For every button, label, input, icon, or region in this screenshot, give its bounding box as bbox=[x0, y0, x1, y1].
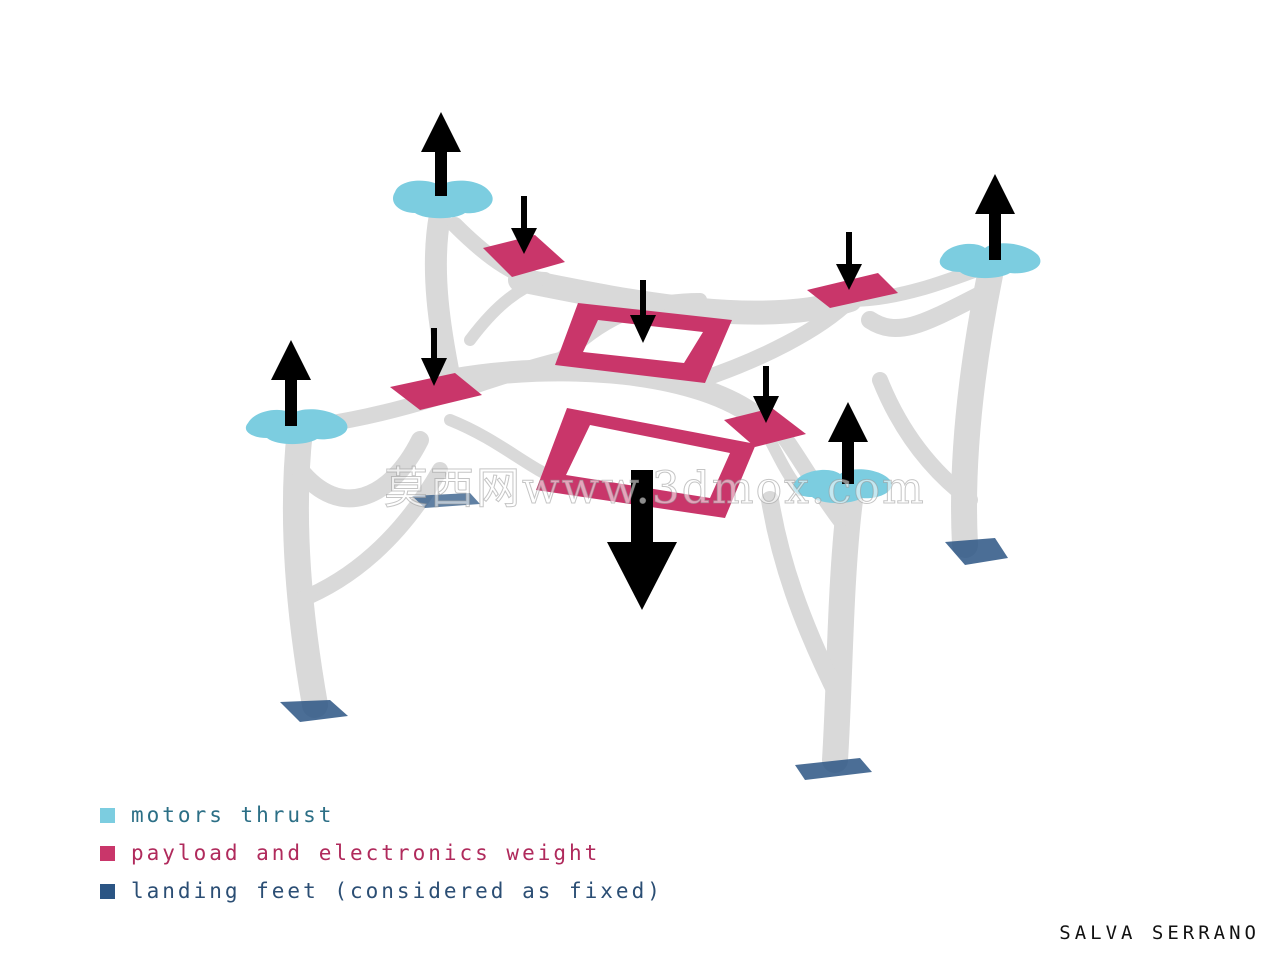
legend-swatch bbox=[100, 846, 115, 861]
landing-foot bbox=[795, 758, 872, 780]
legend: motors thrust payload and electronics we… bbox=[100, 796, 663, 910]
legend-label: payload and electronics weight bbox=[131, 841, 600, 865]
watermark: 莫西网www.3dmox.com bbox=[384, 452, 926, 516]
legend-swatch bbox=[100, 884, 115, 899]
author-credit: SALVA SERRANO bbox=[1059, 922, 1260, 944]
legend-item-landing-feet: landing feet (considered as fixed) bbox=[100, 872, 663, 910]
legend-item-payload-weight: payload and electronics weight bbox=[100, 834, 663, 872]
landing-foot bbox=[280, 700, 348, 722]
legend-swatch bbox=[100, 808, 115, 823]
landing-foot bbox=[945, 538, 1008, 565]
legend-label: motors thrust bbox=[131, 803, 334, 827]
legend-item-motors-thrust: motors thrust bbox=[100, 796, 663, 834]
legend-label: landing feet (considered as fixed) bbox=[131, 879, 663, 903]
